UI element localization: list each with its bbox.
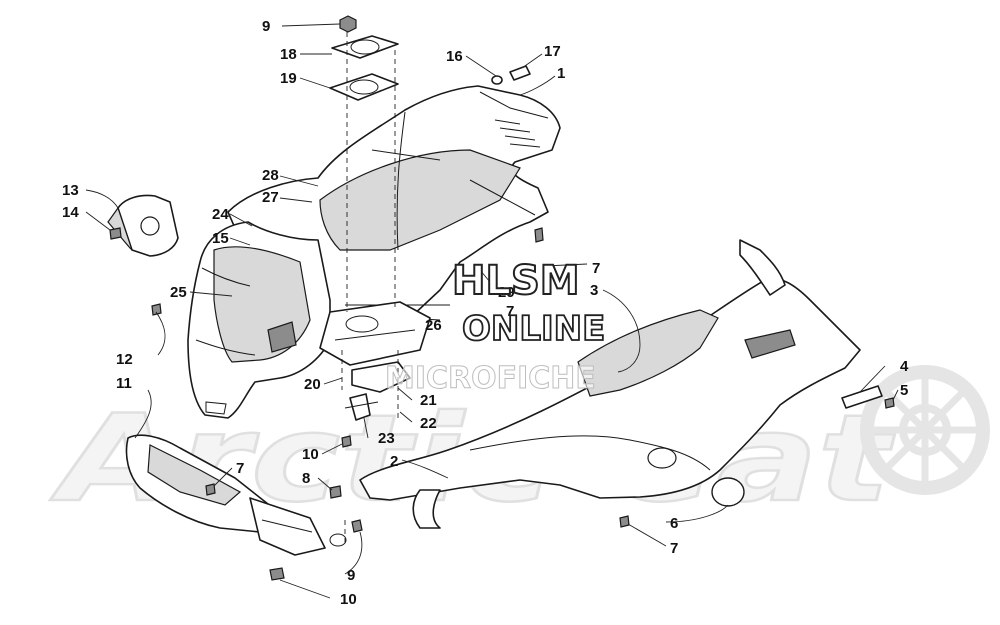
- callout-7: 7: [592, 260, 600, 277]
- assembly-lines: [341, 32, 399, 545]
- callout-labels: 9 18 19 16 17 1 13 14 28 27 24 15 25 7 2…: [62, 18, 909, 608]
- callout-3: 3: [590, 282, 598, 299]
- callout-10: 10: [340, 591, 357, 608]
- callout-12: 12: [116, 351, 133, 368]
- part-running-board: [359, 239, 861, 529]
- hardware-screw-10-mid: [341, 435, 352, 448]
- hardware-screw-7-bumper: [205, 483, 216, 496]
- hardware-nut-9-lower: [329, 519, 363, 547]
- callout-6: 6: [670, 515, 678, 532]
- hardware-screw-12: [151, 303, 162, 316]
- hardware-washer-16: [491, 75, 503, 85]
- callout-26: 26: [425, 317, 442, 334]
- callout-9: 9: [262, 18, 270, 35]
- callout-20: 20: [304, 376, 321, 393]
- part-nut-9-top: [339, 15, 357, 33]
- callout-27: 27: [262, 189, 279, 206]
- callout-16: 16: [446, 48, 463, 65]
- callout-18: 18: [280, 46, 297, 63]
- callout-22: 22: [420, 415, 437, 432]
- callout-5: 5: [900, 382, 908, 399]
- callout-23: 23: [378, 430, 395, 447]
- part-front-side-shield: [187, 221, 331, 419]
- callout-2: 2: [390, 453, 398, 470]
- callout-13: 13: [62, 182, 79, 199]
- part-plate-4: [841, 385, 883, 409]
- microfiche-watermark: HLSM ONLINE MICROFICHE: [385, 257, 607, 397]
- hardware-screw-7-lower: [619, 515, 630, 528]
- watermark-line-3: MICROFICHE: [385, 361, 596, 396]
- watermark-line-2: ONLINE: [462, 309, 605, 349]
- callout-21: 21: [420, 392, 437, 409]
- callout-4: 4: [900, 358, 909, 375]
- callout-1: 1: [557, 65, 565, 82]
- callout-17: 17: [544, 43, 561, 60]
- part-duct-boot: [107, 194, 179, 257]
- callout-10: 10: [302, 446, 319, 463]
- part-bracket-21: [351, 361, 411, 393]
- part-front-bumper: [125, 434, 326, 556]
- callout-25: 25: [170, 284, 187, 301]
- hardware-screw-5: [884, 397, 895, 409]
- callout-11: 11: [116, 375, 132, 392]
- callout-9: 9: [347, 567, 355, 584]
- callout-29: 29: [498, 284, 515, 301]
- callout-7: 7: [236, 460, 244, 477]
- part-clamp-23: [344, 393, 379, 421]
- hardware-screw-17: [509, 65, 531, 81]
- callout-15: 15: [212, 230, 229, 247]
- hardware-screw-7-upper: [534, 227, 544, 243]
- callout-8: 8: [302, 470, 310, 487]
- callout-19: 19: [280, 70, 297, 87]
- callout-7: 7: [506, 303, 514, 320]
- callout-7: 7: [670, 540, 678, 557]
- hardware-screw-10-lower: [269, 567, 285, 581]
- part-skid-plate: [319, 301, 431, 366]
- callout-24: 24: [212, 206, 229, 223]
- leader-lines: [85, 23, 899, 599]
- part-plate-18: [331, 35, 399, 59]
- hardware-clip-8: [329, 485, 342, 499]
- part-plate-19: [329, 73, 399, 101]
- wheel-watermark-icon: [860, 365, 990, 495]
- hardware-screw-14: [109, 227, 122, 240]
- callout-28: 28: [262, 167, 279, 184]
- callout-14: 14: [62, 204, 79, 221]
- watermark-line-1: HLSM: [452, 258, 580, 304]
